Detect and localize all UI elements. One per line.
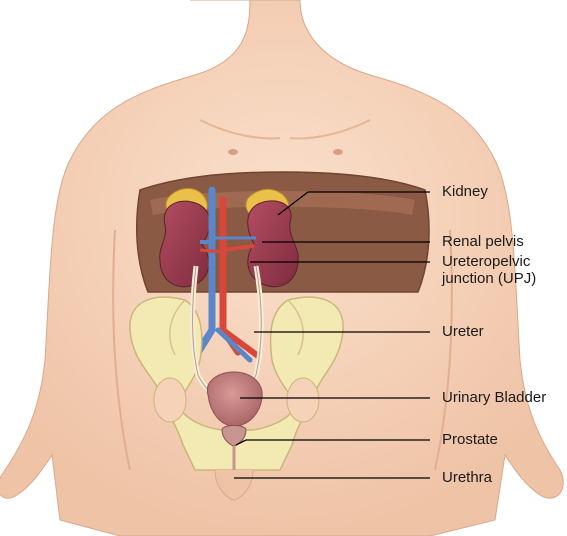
label-urinary-bladder: Urinary Bladder bbox=[442, 389, 546, 406]
label-upj-line1: Ureteropelvic bbox=[442, 253, 567, 270]
label-upj-line2: junction (UPJ) bbox=[442, 270, 567, 287]
label-renal-pelvis: Renal pelvis bbox=[442, 233, 524, 250]
label-prostate: Prostate bbox=[442, 431, 498, 448]
label-ureter: Ureter bbox=[442, 323, 484, 340]
label-kidney: Kidney bbox=[442, 183, 488, 200]
label-ureteropelvic-junction: Ureteropelvic junction (UPJ) bbox=[442, 253, 567, 287]
label-urethra: Urethra bbox=[442, 469, 492, 486]
